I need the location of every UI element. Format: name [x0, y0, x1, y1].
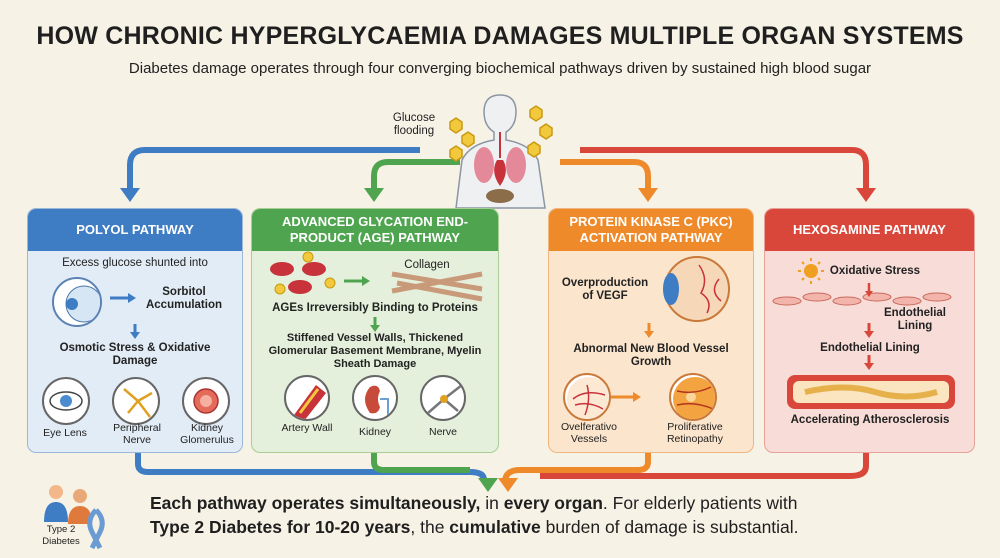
age-title: ADVANCED GLYCATION END-PRODUCT (AGE) PAT… [252, 209, 498, 251]
age-step1: AGEs Irreversibly Binding to Proteins [272, 302, 478, 314]
age-organ-2: Kidney [358, 426, 392, 438]
footer-line1: Each pathway operates simultaneously, in… [150, 493, 798, 513]
polyol-step1: Excess glucose shunted into [62, 257, 208, 269]
eye-diagram-icon [52, 277, 102, 327]
hexosamine-step4: Accelerating Atherosclerosis [790, 414, 950, 426]
pkc-title: PROTEIN KINASE C (PKC) ACTIVATION PATHWA… [549, 209, 753, 251]
footer-line2: Type 2 Diabetes for 10-20 years, the cum… [150, 517, 799, 537]
age-step2: Stiffened Vessel Walls, Thickened Glomer… [268, 332, 482, 370]
polyol-step2: Sorbitol Accumulation [145, 286, 223, 311]
vessels-icon [563, 373, 611, 421]
peripheral-nerve-icon [112, 377, 160, 425]
eye-lens-icon [42, 377, 90, 425]
oxidative-sun-icon [772, 258, 955, 409]
type2-badge: Type 2 Diabetes [42, 524, 80, 547]
polyol-organ-3: Kidney Glomerulus [180, 422, 234, 446]
hexosamine-title: HEXOSAMINE PATHWAY [765, 209, 974, 251]
kidney-icon [352, 375, 398, 421]
glycated-cells-illustration [270, 251, 483, 332]
glucose-label: Glucose flooding [392, 112, 436, 137]
artery-wall-icon [284, 375, 330, 421]
footer-text: Each pathway operates simultaneously, in… [150, 491, 930, 539]
age-organ-3: Nerve [428, 426, 457, 438]
pkc-organ-2: Proliferative Retinopathy [666, 421, 724, 445]
eyeball-illustration [611, 256, 730, 402]
polyol-step3: Osmotic Stress & Oxidative Damage [59, 342, 211, 367]
pkc-organ-1: Ovelferativo Vessels [560, 421, 618, 445]
age-collagen: Collagen [404, 259, 450, 271]
polyol-organ-2: Peripheral Nerve [113, 422, 161, 446]
polyol-arrow-right [110, 293, 140, 339]
page-title: HOW CHRONIC HYPERGLYCAEMIA DAMAGES MULTI… [36, 22, 964, 50]
age-panel: ADVANCED GLYCATION END-PRODUCT (AGE) PAT… [251, 208, 499, 453]
polyol-organ-1: Eye Lens [43, 427, 87, 439]
pkc-step1: Overproduction of VEGF [561, 277, 649, 302]
pkc-step2: Abnormal New Blood Vessel Growth [573, 343, 729, 368]
nerve-icon [420, 375, 466, 421]
hexosamine-step3: Endothelial Lining [820, 342, 920, 354]
pkc-panel: PROTEIN KINASE C (PKC) ACTIVATION PATHWA… [548, 208, 754, 453]
polyol-panel: POLYOL PATHWAY Excess glucose shunted in… [27, 208, 243, 453]
polyol-title: POLYOL PATHWAY [28, 209, 242, 251]
page-subtitle: Diabetes damage operates through four co… [128, 60, 872, 77]
hexosamine-step2: Endothelial Lining [884, 307, 946, 332]
kidney-glomerulus-icon [182, 377, 230, 425]
age-organ-1: Artery Wall [281, 422, 333, 434]
hexosamine-panel: HEXOSAMINE PATHWAY Oxidative Stress Endo… [764, 208, 975, 453]
hexosamine-step1: Oxidative Stress [829, 265, 921, 277]
retinopathy-icon [669, 373, 717, 421]
